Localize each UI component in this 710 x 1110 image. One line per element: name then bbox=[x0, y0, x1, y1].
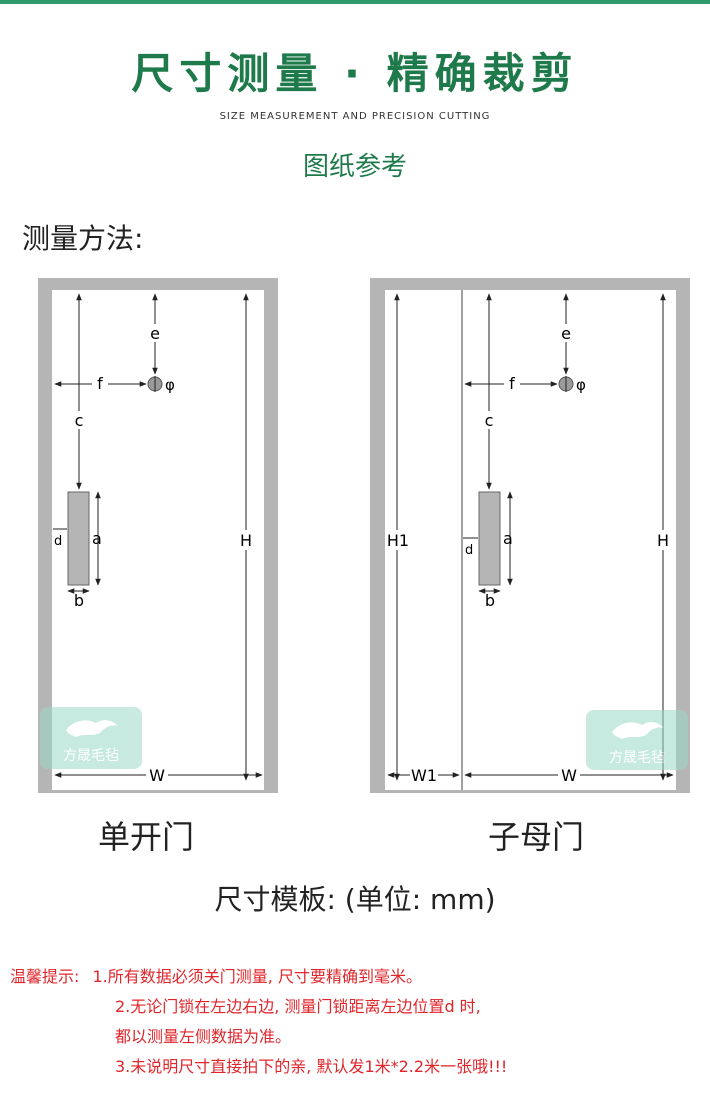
tip-line-3: 都以测量左侧数据为准。 bbox=[10, 1022, 700, 1052]
single-watermark: 方晟毛毡 bbox=[40, 707, 142, 769]
reference-heading: 图纸参考 bbox=[302, 152, 407, 182]
method-label: 测量方法: bbox=[22, 222, 144, 255]
single-label-a: a bbox=[92, 529, 102, 548]
single-label-phi: φ bbox=[165, 376, 175, 394]
double-label-h1: H1 bbox=[387, 531, 409, 550]
tip-text-2: 2.无论门锁在左边右边, 测量门锁距离左边位置d 时, bbox=[115, 997, 481, 1016]
tip-text-1: 1.所有数据必须关门测量, 尺寸要精确到毫米。 bbox=[92, 967, 422, 986]
double-label-d: d bbox=[465, 543, 473, 558]
top-rule bbox=[0, 0, 710, 4]
single-door-label: 单开门 bbox=[98, 818, 195, 856]
double-label-f: f bbox=[509, 374, 515, 393]
double-door-diagram: H1 H W1 W e f φ c a bbox=[370, 278, 690, 793]
double-watermark-text: 方晟毛毡 bbox=[609, 750, 665, 766]
single-label-f: f bbox=[97, 374, 103, 393]
single-label-h: H bbox=[240, 531, 252, 550]
template-unit-label: 尺寸模板: (单位: mm) bbox=[214, 883, 496, 916]
tip-line-1: 温馨提示: 1.所有数据必须关门测量, 尺寸要精确到毫米。 bbox=[10, 962, 700, 992]
single-watermark-text: 方晟毛毡 bbox=[63, 748, 119, 764]
double-label-a: a bbox=[503, 529, 513, 548]
page-subtitle: SIZE MEASUREMENT AND PRECISION CUTTING bbox=[219, 111, 491, 122]
tip-line-4: 3.未说明尺寸直接拍下的亲, 默认发1米*2.2米一张哦!!! bbox=[10, 1052, 700, 1082]
single-label-d: d bbox=[54, 534, 62, 549]
tip-text-3: 都以测量左侧数据为准。 bbox=[115, 1027, 292, 1046]
horse-icon bbox=[612, 722, 664, 739]
page-title: 尺寸测量 · 精确裁剪 bbox=[131, 49, 579, 98]
double-handle-plate bbox=[478, 491, 501, 586]
single-label-w: W bbox=[149, 766, 165, 785]
single-label-b: b bbox=[74, 591, 84, 610]
double-label-phi: φ bbox=[576, 376, 586, 394]
double-label-w: W bbox=[561, 766, 577, 785]
single-handle-plate bbox=[67, 491, 90, 586]
double-watermark: 方晟毛毡 bbox=[586, 710, 688, 770]
tip-text-4: 3.未说明尺寸直接拍下的亲, 默认发1米*2.2米一张哦!!! bbox=[115, 1057, 508, 1076]
double-label-b: b bbox=[485, 591, 495, 610]
single-label-c: c bbox=[75, 411, 84, 430]
tip-line-2: 2.无论门锁在左边右边, 测量门锁距离左边位置d 时, bbox=[10, 992, 700, 1022]
tips-block: 温馨提示: 1.所有数据必须关门测量, 尺寸要精确到毫米。 2.无论门锁在左边右… bbox=[10, 962, 700, 1082]
double-label-w1: W1 bbox=[411, 766, 437, 785]
horse-icon bbox=[66, 720, 118, 737]
single-door-diagram: H W e f φ c a b d bbox=[38, 278, 278, 793]
single-label-e: e bbox=[150, 324, 160, 343]
double-door-label: 子母门 bbox=[488, 818, 585, 856]
double-door-panel bbox=[385, 290, 676, 790]
double-label-e: e bbox=[561, 324, 571, 343]
double-label-h: H bbox=[657, 531, 669, 550]
door-diagrams: H W e f φ c a b d bbox=[38, 278, 690, 793]
tips-prefix: 温馨提示: bbox=[10, 967, 80, 986]
double-label-c: c bbox=[485, 411, 494, 430]
